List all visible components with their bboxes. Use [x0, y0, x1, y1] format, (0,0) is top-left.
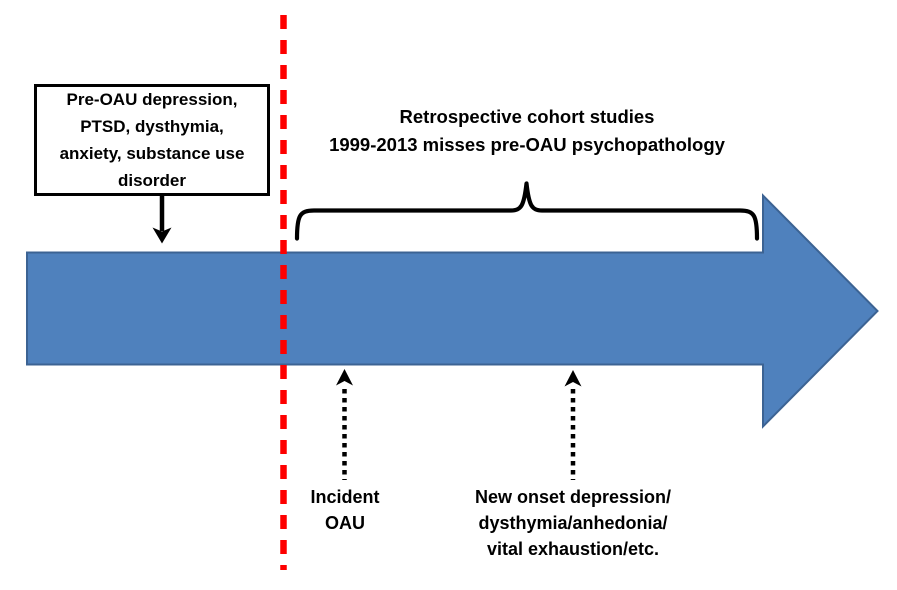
pre-oau-psychopathology-box: Pre-OAU depression, PTSD, dysthymia, anx… [34, 84, 270, 196]
pre-oau-down-arrow-icon [152, 227, 172, 244]
incident-oau-up-arrow-icon [336, 369, 353, 386]
new-onset-label: New onset depression/ dysthymia/anhedoni… [474, 487, 672, 559]
pre-oau-box-text: Pre-OAU depression, PTSD, dysthymia, anx… [59, 90, 245, 190]
study-period-brace-icon [294, 181, 760, 241]
new-onset-up-arrow-icon [564, 370, 582, 387]
retrospective-cohort-heading: Retrospective cohort studies 1999-2013 m… [329, 106, 725, 155]
incident-oau-label: Incident OAU [310, 487, 380, 533]
timeline-right-arrow-icon [26, 193, 879, 429]
